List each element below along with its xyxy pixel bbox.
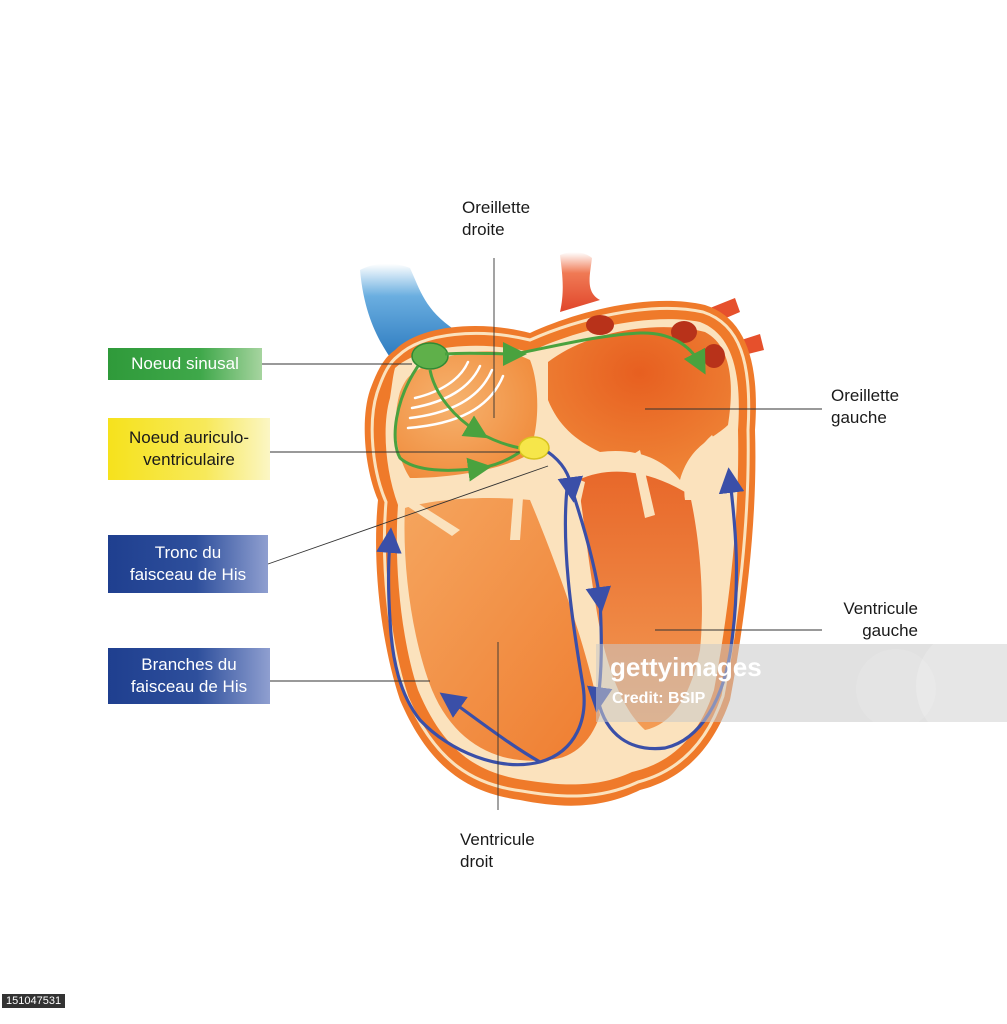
watermark-credit: Credit: BSIP: [612, 690, 706, 707]
leader-lines: [262, 258, 822, 810]
watermark-banner: [596, 644, 1007, 722]
pulmonary-vein-opening-3: [703, 344, 725, 368]
la-valve-flap: [684, 435, 718, 500]
label-ventricule-gauche: Ventricule gauche: [843, 599, 918, 640]
pulmonary-vein-opening-1: [586, 315, 614, 335]
watermark-circles: [856, 644, 1007, 722]
av-node: [518, 436, 550, 460]
label-oreillette-gauche: Oreillette gauche: [831, 386, 900, 427]
aorta: [560, 252, 600, 312]
tricuspid-leaflet-right: [510, 470, 525, 540]
label-noeud-sinusal: Noeud sinusal: [108, 348, 262, 380]
label-oreillette-droite: Oreillette droite: [462, 198, 531, 239]
label-noeud-av: Noeud auriculo- ventriculaire: [108, 418, 270, 480]
label-branches-his: Branches du faisceau de His: [108, 648, 270, 704]
impulse-waves: [406, 360, 505, 430]
label-ventricule-droit: Ventricule droit: [460, 830, 535, 871]
stock-id: 151047531: [2, 994, 66, 1008]
tricuspid-leaflet-left: [398, 492, 460, 536]
heart-pericardium: [370, 306, 751, 798]
sinus-node: [411, 342, 449, 370]
label-tronc-his: Tronc du faisceau de His: [108, 535, 268, 593]
pulmonary-vein-opening-2: [671, 321, 697, 343]
atrial-conduction-paths: [393, 331, 706, 482]
mitral-leaflet-right: [632, 450, 655, 518]
watermark-brand: gettyimages: [610, 652, 762, 682]
